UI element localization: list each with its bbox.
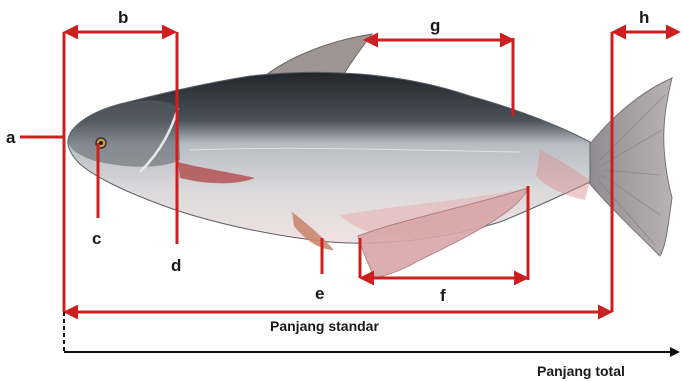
label-h: h [639, 8, 649, 27]
fish-head [68, 101, 180, 167]
label-g: g [430, 16, 440, 35]
fish-illustration [68, 34, 672, 278]
label-total-length: Panjang total [537, 363, 625, 379]
fish-pupil [99, 141, 103, 145]
label-b: b [118, 8, 128, 27]
label-e: e [315, 284, 324, 303]
caudal-fin [585, 78, 672, 256]
label-f: f [440, 286, 446, 305]
label-c: c [92, 229, 101, 248]
label-d: d [171, 256, 181, 275]
label-a: a [6, 128, 16, 147]
label-standard-length: Panjang standar [270, 318, 379, 334]
